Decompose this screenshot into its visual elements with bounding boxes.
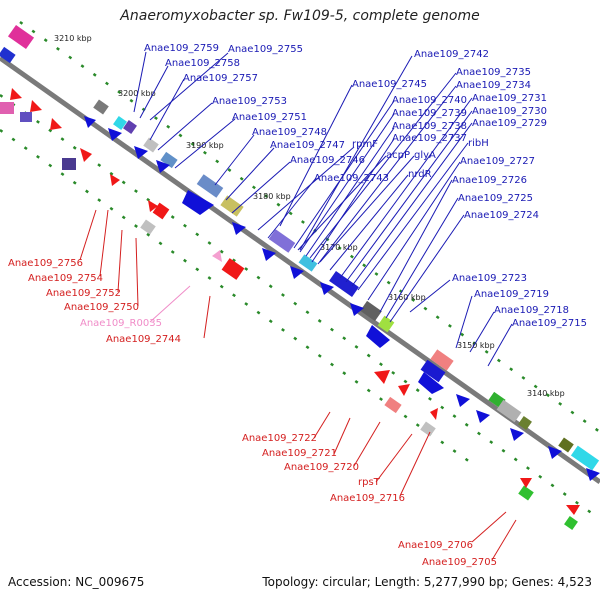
gene-label-reverse: Anae109_2750 (64, 302, 139, 313)
gene-block (558, 437, 574, 453)
gene-label-forward: acpP (386, 150, 410, 161)
accession-label: Accession: NC_009675 (8, 575, 145, 589)
gene-label-forward: Anae109_2745 (352, 79, 427, 90)
gene-label-forward: Anae109_2735 (456, 67, 531, 78)
gene-label-forward: Anae109_2734 (456, 80, 531, 91)
gene-label-forward: Anae109_2743 (314, 173, 389, 184)
gene-label-forward: Anae109_2740 (392, 95, 467, 106)
gene-label-reverse: Anae109_2720 (284, 462, 359, 473)
gene-label-forward: Anae109_2746 (290, 155, 365, 166)
gene-label-forward: rpmF (352, 139, 378, 150)
gene-label-forward: Anae109_2748 (252, 127, 327, 138)
gene-label-reverse: Anae109_2721 (262, 448, 337, 459)
gene-label-forward: Anae109_2729 (472, 118, 547, 129)
gene-label-reverse: Anae109_2744 (106, 334, 181, 345)
gene-block (113, 116, 127, 130)
gene-label-forward: Anae109_2759 (144, 43, 219, 54)
gene-block (143, 137, 159, 153)
gene-label-forward: Anae109_2751 (232, 112, 307, 123)
gene-label-reverse: rpsT (358, 477, 381, 488)
reverse-labels: Anae109_2756 Anae109_2754 Anae109_2752 A… (8, 258, 497, 568)
gene-label-forward: Anae109_2730 (472, 106, 547, 117)
gene-block (220, 195, 244, 217)
gene-label-forward: Anae109_2757 (183, 73, 258, 84)
gene-label-forward: nrdR (408, 169, 432, 180)
gene-block (360, 300, 382, 322)
gene-block (0, 46, 16, 64)
gene-label-forward: Anae109_2731 (472, 93, 547, 104)
kbp-label: 3210 kbp (54, 34, 92, 43)
gene-label-forward: glyA (414, 150, 436, 161)
gene-label-forward: ribH (468, 138, 489, 149)
genome-title: Anaeromyxobacter sp. Fw109-5, complete g… (120, 8, 480, 24)
gene-label-forward: Anae109_2725 (458, 193, 533, 204)
rna-leader (149, 285, 191, 323)
reverse-genes (0, 88, 580, 530)
gene-label-forward: Anae109_2724 (464, 210, 539, 221)
gene-block (298, 254, 318, 272)
gene-label-forward: Anae109_2723 (452, 273, 527, 284)
gene-block (268, 229, 296, 253)
gene-block (496, 399, 522, 423)
reverse-leaders (79, 209, 517, 561)
gene-label-forward: Anae109_2726 (452, 175, 527, 186)
gene-block (518, 416, 532, 430)
gene-label-forward: Anae109_2758 (165, 58, 240, 69)
gene-block (160, 151, 178, 169)
kbp-label: 3170 kbp (320, 243, 358, 252)
gene-label-forward: Anae109_2753 (212, 96, 287, 107)
kbp-label: 3200 kbp (118, 89, 156, 98)
gene-label-forward: Anae109_2738 (392, 121, 467, 132)
gene-label-reverse: Anae109_2705 (422, 557, 497, 568)
gene-block (123, 120, 137, 134)
forward-leaders (133, 51, 513, 367)
gene-block (329, 271, 359, 297)
gene-label-reverse: Anae109_2706 (398, 540, 473, 551)
kbp-label: 3140 kbp (527, 389, 565, 398)
gene-label-forward: Anae109_2742 (414, 49, 489, 60)
gene-block (420, 359, 446, 383)
gene-block (7, 24, 35, 50)
gene-label-forward: Anae109_2739 (392, 108, 467, 119)
gene-label-forward: Anae109_2747 (270, 140, 345, 151)
gene-block (570, 445, 600, 471)
gene-label-forward: Anae109_2718 (494, 305, 569, 316)
gene-block (377, 315, 395, 333)
gene-label-forward: Anae109_2737 (392, 133, 467, 144)
gene-label-forward: Anae109_2715 (512, 318, 587, 329)
gene-label-rna: Anae109_R0035 (80, 318, 162, 329)
gene-label-reverse: Anae109_2754 (28, 273, 103, 284)
kbp-label: 3150 kbp (457, 341, 495, 350)
gene-label-forward: Anae109_2727 (460, 156, 535, 167)
kbp-label: 3190 kbp (186, 141, 224, 150)
gene-label-reverse: Anae109_2722 (242, 433, 317, 444)
gene-label-forward: Anae109_2719 (474, 289, 549, 300)
tick-track-outer (0, 20, 600, 521)
gene-label-forward: Anae109_2755 (228, 44, 303, 55)
gene-label-reverse: Anae109_2756 (8, 258, 83, 269)
kbp-label: 3180 kbp (253, 192, 291, 201)
gene-label-reverse: Anae109_2716 (330, 493, 405, 504)
forward-arrows (84, 116, 600, 481)
gene-block (93, 99, 109, 115)
forward-labels: Anae109_2759 Anae109_2755 Anae109_2758 A… (144, 43, 587, 329)
forward-genes (0, 24, 600, 471)
gene-block (196, 174, 224, 198)
gene-label-reverse: Anae109_2752 (46, 288, 121, 299)
genome-summary: Topology: circular; Length: 5,277,990 bp… (262, 575, 592, 589)
